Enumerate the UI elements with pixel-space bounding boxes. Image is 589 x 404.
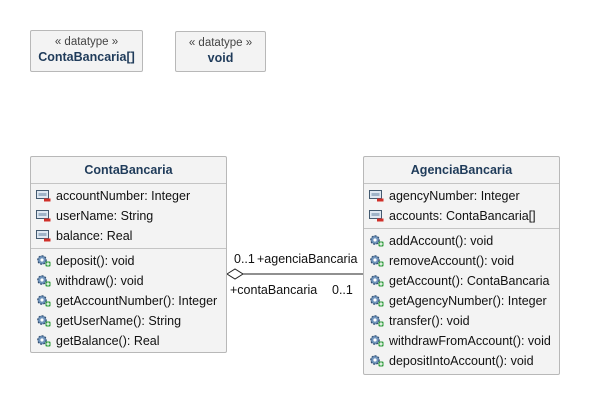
attribute-label: balance: Real [56,229,133,243]
attribute-label: agencyNumber: Integer [389,189,520,203]
method-public-icon [369,334,384,348]
datatype-name: ContaBancaria[] [38,50,135,64]
method-public-icon [369,354,384,368]
method-public-icon [36,254,51,268]
operation-row[interactable]: transfer(): void [364,311,559,331]
operation-label: getBalance(): Real [56,334,160,348]
operation-row[interactable]: withdrawFromAccount(): void [364,331,559,351]
operation-label: depositIntoAccount(): void [389,354,534,368]
association-multiplicity-conta: 0..1 [332,283,353,297]
operation-row[interactable]: getAccountNumber(): Integer [31,291,226,311]
attributes-section: accountNumber: Integer userName: String ba… [31,184,226,249]
operation-row[interactable]: withdraw(): void [31,271,226,291]
attribute-label: accounts: ContaBancaria[] [389,209,536,223]
operations-section: addAccount(): void removeAccount(): void g… [364,229,559,373]
method-public-icon [369,234,384,248]
field-private-icon [369,189,384,203]
attribute-row[interactable]: balance: Real [31,226,226,246]
field-private-icon [36,209,51,223]
field-private-icon [36,229,51,243]
method-public-icon [36,294,51,308]
operation-label: addAccount(): void [389,234,494,248]
attribute-row[interactable]: userName: String [31,206,226,226]
operation-row[interactable]: depositIntoAccount(): void [364,351,559,371]
operation-row[interactable]: getAgencyNumber(): Integer [364,291,559,311]
class-conta-bancaria[interactable]: ContaBancaria accountNumber: Integer user… [30,156,227,353]
attribute-label: accountNumber: Integer [56,189,191,203]
operation-row[interactable]: getAccount(): ContaBancaria [364,271,559,291]
class-name: ContaBancaria [31,157,226,184]
operation-row[interactable]: removeAccount(): void [364,251,559,271]
datatype-stereotype: « datatype » [188,37,253,49]
method-public-icon [369,314,384,328]
method-public-icon [36,334,51,348]
operation-label: withdraw(): void [56,274,144,288]
operation-label: getUserName(): String [56,314,182,328]
method-public-icon [36,314,51,328]
attributes-section: agencyNumber: Integer accounts: ContaBanc… [364,184,559,229]
class-agencia-bancaria[interactable]: AgenciaBancaria agencyNumber: Integer acc… [363,156,560,375]
association-multiplicity-agencia: 0..1 [234,252,255,266]
association-role-conta: +contaBancaria [230,283,318,297]
method-public-icon [36,274,51,288]
datatype-void[interactable]: « datatype » void [175,31,266,72]
method-public-icon [369,254,384,268]
operation-label: removeAccount(): void [389,254,515,268]
method-public-icon [369,294,384,308]
attribute-row[interactable]: accountNumber: Integer [31,186,226,206]
operations-section: deposit(): void withdraw(): void getAccoun… [31,249,226,353]
operation-label: transfer(): void [389,314,470,328]
field-private-icon [36,189,51,203]
datatype-name: void [207,51,234,65]
operation-label: deposit(): void [56,254,135,268]
association-role-agencia: +agenciaBancaria [257,252,358,266]
operation-row[interactable]: getUserName(): String [31,311,226,331]
datatype-conta-bancaria-array[interactable]: « datatype » ContaBancaria[] [30,30,143,72]
attribute-label: userName: String [56,209,154,223]
operation-label: getAccount(): ContaBancaria [389,274,550,288]
field-private-icon [369,209,384,223]
method-public-icon [369,274,384,288]
aggregation-diamond [226,268,244,280]
class-name: AgenciaBancaria [364,157,559,184]
attribute-row[interactable]: accounts: ContaBancaria[] [364,206,559,226]
operation-row[interactable]: deposit(): void [31,251,226,271]
operation-label: withdrawFromAccount(): void [389,334,551,348]
operation-row[interactable]: addAccount(): void [364,231,559,251]
datatype-stereotype: « datatype » [54,36,119,48]
operation-row[interactable]: getBalance(): Real [31,331,226,351]
operation-label: getAccountNumber(): Integer [56,294,218,308]
operation-label: getAgencyNumber(): Integer [389,294,547,308]
attribute-row[interactable]: agencyNumber: Integer [364,186,559,206]
